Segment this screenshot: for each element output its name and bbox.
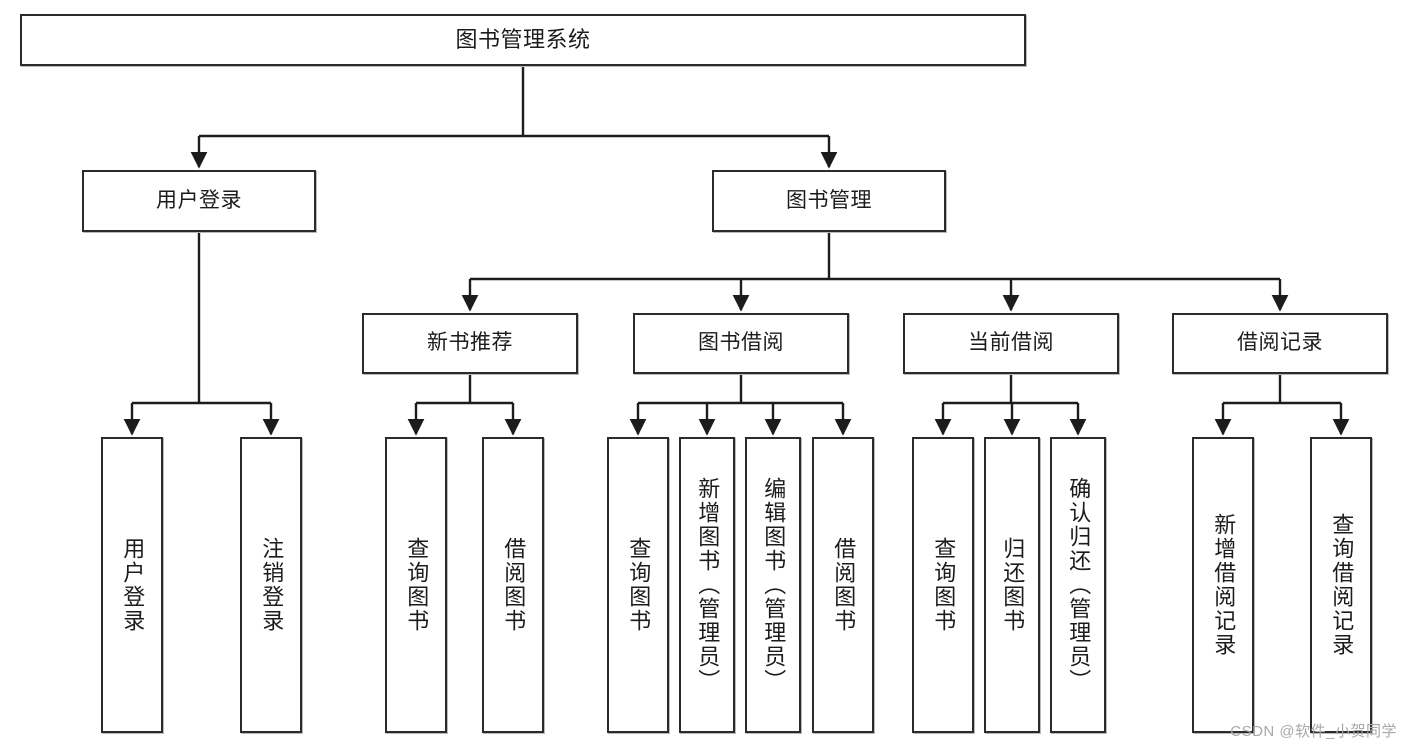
node-label: 查询图书 (931, 537, 957, 633)
node-leaf-borrow-book[interactable]: 借阅图书 (812, 437, 874, 733)
node-label: 确认归还（管理员） (1066, 477, 1092, 693)
node-label: 查询图书 (626, 537, 652, 633)
node-current-borrow[interactable]: 当前借阅 (903, 313, 1119, 374)
node-new-book-recommend[interactable]: 新书推荐 (362, 313, 578, 374)
node-label: 图书借阅 (698, 331, 784, 355)
node-borrow-record[interactable]: 借阅记录 (1172, 313, 1388, 374)
node-leaf-borrow-book-rec[interactable]: 借阅图书 (482, 437, 544, 733)
node-leaf-query-book-rec[interactable]: 查询图书 (385, 437, 447, 733)
node-book-borrow[interactable]: 图书借阅 (633, 313, 849, 374)
node-label: 新增图书（管理员） (695, 477, 721, 693)
node-label: 用户登录 (120, 537, 146, 633)
node-label: 编辑图书（管理员） (761, 477, 787, 693)
node-label: 借阅记录 (1237, 331, 1323, 355)
node-leaf-user-login[interactable]: 用户登录 (101, 437, 163, 733)
node-label: 注销登录 (259, 537, 285, 633)
node-user-login[interactable]: 用户登录 (82, 170, 316, 232)
node-leaf-return-book[interactable]: 归还图书 (984, 437, 1040, 733)
node-leaf-add-borrow-record[interactable]: 新增借阅记录 (1192, 437, 1254, 733)
node-leaf-query-book-borrow[interactable]: 查询图书 (607, 437, 669, 733)
node-leaf-add-book[interactable]: 新增图书（管理员） (679, 437, 735, 733)
node-leaf-user-logout[interactable]: 注销登录 (240, 437, 302, 733)
node-label: 查询图书 (404, 537, 430, 633)
node-leaf-confirm-return[interactable]: 确认归还（管理员） (1050, 437, 1106, 733)
node-label: 新增借阅记录 (1211, 513, 1237, 657)
node-label: 用户登录 (156, 188, 242, 212)
watermark-text: CSDN @软件_小贺同学 (1230, 723, 1397, 740)
node-label: 图书管理 (786, 188, 872, 212)
node-leaf-query-book-current[interactable]: 查询图书 (912, 437, 974, 733)
node-label: 借阅图书 (501, 537, 527, 633)
node-label: 归还图书 (1000, 537, 1026, 633)
node-label: 图书管理系统 (455, 27, 591, 53)
node-label: 查询借阅记录 (1329, 513, 1355, 657)
node-book-management[interactable]: 图书管理 (712, 170, 946, 232)
node-label: 新书推荐 (427, 331, 513, 355)
node-label: 借阅图书 (831, 537, 857, 633)
node-root[interactable]: 图书管理系统 (20, 14, 1026, 66)
node-label: 当前借阅 (968, 331, 1054, 355)
node-leaf-query-borrow-record[interactable]: 查询借阅记录 (1310, 437, 1372, 733)
node-leaf-edit-book[interactable]: 编辑图书（管理员） (745, 437, 801, 733)
